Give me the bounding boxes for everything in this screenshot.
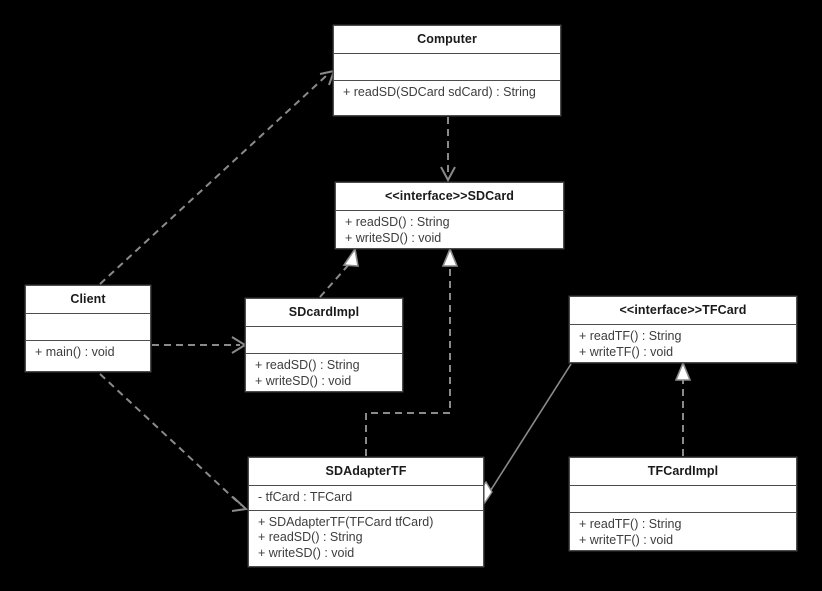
relation-sdadaptertf-implements-sdcard [365,246,459,456]
hollow-triangle-head [441,246,459,267]
uml-attributes-compartment [26,314,150,341]
uml-class-title: SDcardImpl [246,299,402,327]
uml-attributes-compartment [570,486,796,513]
uml-attributes-compartment: - tfCard : TFCard [249,486,483,511]
uml-method: + writeTF() : void [579,532,674,547]
realization-line [365,262,451,456]
uml-attributes-compartment [246,327,402,354]
relation-sdadaptertf-aggregates-tfcard [477,363,572,506]
uml-class-tfcard[interactable]: <<interface>>TFCard+ readTF() : String+ … [569,296,797,363]
uml-method: + readTF() : String [579,329,682,343]
aggregation-line [488,363,572,494]
uml-method: + writeSD() : void [255,373,352,388]
uml-class-tfcardimpl[interactable]: TFCardImpl + readTF() : String+ writeTF()… [569,457,797,551]
uml-method: + readTF() : String [579,517,682,531]
open-arrow-head [319,69,336,86]
open-arrow-head [231,496,249,512]
uml-method: + readSD() : String [345,215,450,229]
uml-attributes-compartment [334,54,560,81]
uml-class-client[interactable]: Client + main() : void [25,285,151,372]
uml-methods-compartment: + readTF() : String+ writeTF() : void [570,513,796,552]
uml-class-title: TFCardImpl [570,458,796,486]
uml-class-title: <<interface>>TFCard [570,297,796,325]
relation-client-uses-sdcardimpl [152,336,247,354]
uml-methods-compartment: + SDAdapterTF(TFCard tfCard)+ readSD() :… [249,511,483,566]
uml-methods-compartment: + readSD() : String+ writeSD() : void [246,354,402,393]
uml-method: + main() : void [35,345,115,359]
uml-method: + readSD(SDCard sdCard) : String [343,85,536,99]
uml-class-title: Computer [334,26,560,54]
dependency-line [99,75,327,285]
uml-method: + writeSD() : void [345,230,442,245]
uml-class-title: SDAdapterTF [249,458,483,486]
uml-method: + readSD() : String [258,530,363,544]
hollow-triangle-head [342,246,359,267]
uml-class-title: Client [26,286,150,314]
open-arrow-head [440,166,456,183]
relation-tfcardimpl-implements-tfcard [674,360,692,456]
uml-method: + SDAdapterTF(TFCard tfCard) [258,514,434,529]
uml-class-sdcardimpl[interactable]: SDcardImpl + readSD() : String+ writeSD()… [245,298,403,392]
uml-methods-compartment: + readTF() : String+ writeTF() : void [570,325,796,364]
relation-client-uses-sdadaptertf [99,373,249,512]
uml-attribute: - tfCard : TFCard [258,490,353,504]
uml-class-computer[interactable]: Computer + readSD(SDCard sdCard) : String [333,25,561,116]
relation-computer-uses-sdcard [440,117,456,183]
relation-sdcardimpl-implements-sdcard [319,246,359,298]
uml-method: + writeSD() : void [258,545,355,560]
realization-line [319,261,352,298]
uml-class-title: <<interface>>SDCard [336,183,563,211]
uml-method: + writeTF() : void [579,344,674,359]
uml-method: + readSD() : String [255,358,360,372]
dependency-line [99,373,242,506]
uml-methods-compartment: + readSD(SDCard sdCard) : String [334,81,560,105]
relation-client-uses-computer [99,69,336,285]
uml-class-sdcard[interactable]: <<interface>>SDCard+ readSD() : String+ … [335,182,564,249]
uml-class-sdadaptertf[interactable]: SDAdapterTF - tfCard : TFCard + SDAdapterT… [248,457,484,567]
uml-methods-compartment: + main() : void [26,341,150,365]
hollow-triangle-head [674,360,692,381]
uml-methods-compartment: + readSD() : String+ writeSD() : void [336,211,563,250]
